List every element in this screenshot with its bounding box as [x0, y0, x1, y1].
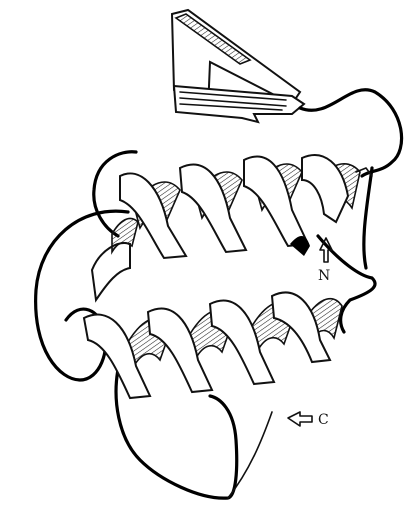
beta-sheet	[172, 10, 304, 122]
loop-right-tail	[364, 168, 372, 268]
c-arrow	[288, 412, 312, 426]
c-terminus-annotation: C	[288, 412, 329, 428]
lower-helix	[84, 293, 342, 398]
loops	[36, 90, 402, 498]
upper-helix-left-cap	[92, 243, 130, 300]
c-terminus-label: C	[318, 412, 329, 428]
n-terminus-label: N	[318, 268, 330, 284]
